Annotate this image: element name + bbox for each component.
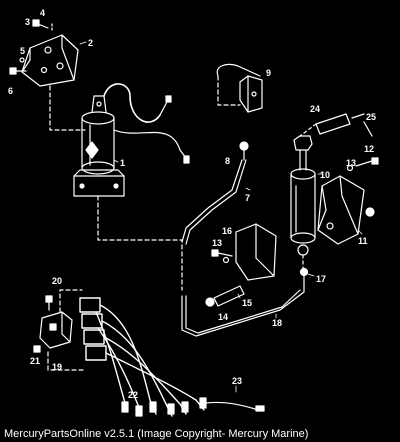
part-17-fitting	[299, 267, 309, 287]
part-21-screw	[33, 345, 41, 353]
copyright-caption: MercuryPartsOnline v2.5.1 (Image Copyrig…	[4, 428, 309, 440]
callout-4: 4	[40, 8, 46, 18]
callout-10: 10	[320, 170, 331, 180]
callout-23: 23	[232, 376, 243, 386]
part-18-tube	[181, 285, 305, 337]
part-15-pin	[213, 285, 245, 307]
part-23-wire	[199, 401, 265, 412]
callout-9: 9	[266, 68, 272, 78]
part-22-harness	[79, 297, 205, 417]
callout-21: 21	[30, 356, 41, 366]
part-1-pump-motor	[73, 95, 125, 197]
harness-terminals	[121, 397, 207, 417]
part-8-fitting	[239, 141, 249, 161]
callout-13-left: 13	[212, 238, 223, 248]
callout-6: 6	[8, 86, 14, 96]
callout-11: 11	[358, 236, 368, 246]
callout-15: 15	[242, 298, 253, 308]
part-25-cotter	[363, 121, 373, 137]
part-9-bracket	[216, 63, 263, 113]
callout-3: 3	[25, 17, 31, 27]
callout-12: 12	[364, 144, 375, 154]
callout-24: 24	[310, 104, 321, 114]
callout-16: 16	[222, 226, 233, 236]
callout-1: 1	[120, 158, 126, 168]
callout-17: 17	[316, 274, 327, 284]
callout-20: 20	[52, 276, 63, 286]
part-20-screw	[45, 295, 53, 311]
part-3-4-screw	[32, 19, 53, 33]
callout-7: 7	[245, 193, 251, 203]
part-11-bracket	[317, 175, 365, 245]
part-5-6-screw	[9, 57, 27, 75]
part-2-bracket	[21, 34, 79, 87]
callout-8: 8	[225, 156, 231, 166]
part-10-cylinder	[290, 135, 316, 256]
part-19-relay	[39, 311, 73, 349]
callout-2: 2	[88, 38, 94, 48]
part-24-pin	[315, 113, 365, 135]
callout-13-right: 13	[346, 158, 357, 168]
callout-25: 25	[366, 112, 377, 122]
callout-5: 5	[20, 46, 26, 56]
callout-22: 22	[128, 390, 139, 400]
callout-19: 19	[52, 362, 63, 372]
part-16-bracket	[235, 223, 277, 281]
part-14-nut	[205, 297, 215, 307]
part-12-13-screw-lower	[211, 249, 233, 264]
part-7-hose	[181, 159, 243, 243]
callout-18: 18	[272, 318, 283, 328]
part-12-13-screw	[346, 157, 379, 172]
callout-14: 14	[218, 312, 229, 322]
